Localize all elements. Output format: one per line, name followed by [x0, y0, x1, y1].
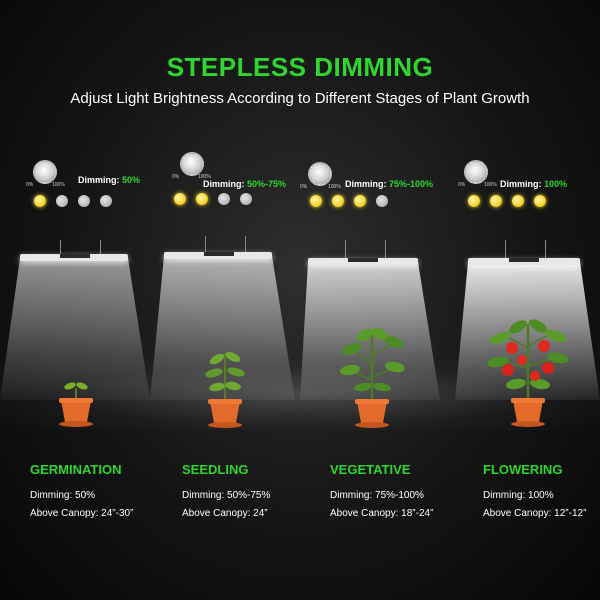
sprout-icon: [59, 382, 93, 427]
dimming-label: Dimming:: [78, 175, 120, 185]
seedling-icon: [205, 352, 245, 428]
led-on-icon: [490, 195, 502, 207]
dimming-value: 50%-75%: [247, 179, 287, 189]
hanging-wire: [385, 240, 386, 258]
led-off-icon: [376, 195, 388, 207]
stage-canopy-info: Above Canopy: 24”-30”: [30, 508, 134, 519]
dimmer-dial-icon: [33, 160, 57, 184]
vegetative-plant-icon: [340, 327, 405, 428]
grow-light-fixture: [20, 254, 128, 261]
dial-min-label: 0%: [458, 182, 466, 188]
led-on-icon: [534, 195, 546, 207]
dial-min-label: 0%: [172, 174, 180, 180]
led-indicators: [468, 195, 546, 207]
stage-germination: 0% 100% Dimming: 50% GERMINATION Dimming…: [0, 0, 150, 600]
stage-name: FLOWERING: [483, 462, 563, 477]
led-indicators: [34, 195, 112, 207]
dimmer-dial-icon: [464, 160, 488, 184]
grow-light-fixture: [164, 252, 272, 259]
dimming-label: Dimming:: [203, 179, 245, 189]
dimming-indicator: Dimming: 75%-100%: [345, 179, 433, 189]
dimming-indicator: Dimming: 100%: [500, 179, 567, 189]
stage-vegetative: 0% 100% Dimming: 75%-100% VEGETATIVE Dim…: [300, 0, 450, 600]
stage-dimming-info: Dimming: 75%-100%: [330, 490, 424, 501]
led-on-icon: [512, 195, 524, 207]
stage-dimming-info: Dimming: 100%: [483, 490, 554, 501]
dimming-indicator: Dimming: 50%: [78, 175, 140, 185]
hanging-wire: [545, 240, 546, 258]
dial-max-label: 100%: [484, 182, 497, 188]
led-on-icon: [196, 193, 208, 205]
stage-dimming-info: Dimming: 50%-75%: [182, 490, 271, 501]
led-on-icon: [310, 195, 322, 207]
hanging-wire: [60, 240, 61, 254]
grow-light-fixture: [308, 258, 418, 265]
dial-min-label: 0%: [300, 184, 308, 190]
led-off-icon: [56, 195, 68, 207]
page-subtitle: Adjust Light Brightness According to Dif…: [70, 90, 530, 107]
led-indicators: [174, 193, 252, 205]
stage-flowering: 0% 100% Dimming: 100% FLOWERING Dimm: [450, 0, 600, 600]
dimming-indicator: Dimming: 50%-75%: [203, 179, 286, 189]
page-title: STEPLESS DIMMING: [166, 52, 434, 82]
dimming-label: Dimming:: [345, 179, 387, 189]
dimming-value: 50%: [122, 175, 141, 185]
stage-name: SEEDLING: [182, 462, 249, 477]
light-beam: [150, 256, 295, 400]
led-off-icon: [218, 193, 230, 205]
dial-max-label: 100%: [328, 184, 341, 190]
dial-max-label: 100%: [198, 174, 211, 180]
led-indicators: [310, 195, 388, 207]
hanging-wire: [505, 240, 506, 258]
dial-max-label: 100%: [52, 182, 65, 188]
dimming-value: 75%-100%: [389, 179, 434, 189]
dimmer-dial-icon: [308, 162, 332, 186]
led-on-icon: [354, 195, 366, 207]
hanging-wire: [100, 240, 101, 254]
tomato-plant-icon: [488, 319, 568, 427]
led-off-icon: [240, 193, 252, 205]
stage-canopy-info: Above Canopy: 18”-24”: [330, 508, 434, 519]
led-on-icon: [332, 195, 344, 207]
led-off-icon: [100, 195, 112, 207]
stage-seedling: 0% 100% Dimming: 50%-75% SEEDLING Dimmin…: [150, 0, 300, 600]
led-off-icon: [78, 195, 90, 207]
hanging-wire: [205, 236, 206, 252]
stage-dimming-info: Dimming: 50%: [30, 490, 96, 501]
light-beam: [0, 258, 150, 400]
dimming-value: 100%: [544, 179, 568, 189]
stage-name: VEGETATIVE: [330, 462, 411, 477]
dial-min-label: 0%: [26, 182, 34, 188]
grow-light-fixture: [468, 258, 580, 265]
led-on-icon: [34, 195, 46, 207]
led-on-icon: [468, 195, 480, 207]
stage-canopy-info: Above Canopy: 24”: [182, 508, 268, 519]
dimming-label: Dimming:: [500, 179, 542, 189]
hanging-wire: [345, 240, 346, 258]
led-on-icon: [174, 193, 186, 205]
stage-canopy-info: Above Canopy: 12”-12”: [483, 508, 587, 519]
hanging-wire: [245, 236, 246, 252]
dimmer-dial-icon: [180, 152, 204, 176]
stage-name: GERMINATION: [30, 462, 122, 477]
